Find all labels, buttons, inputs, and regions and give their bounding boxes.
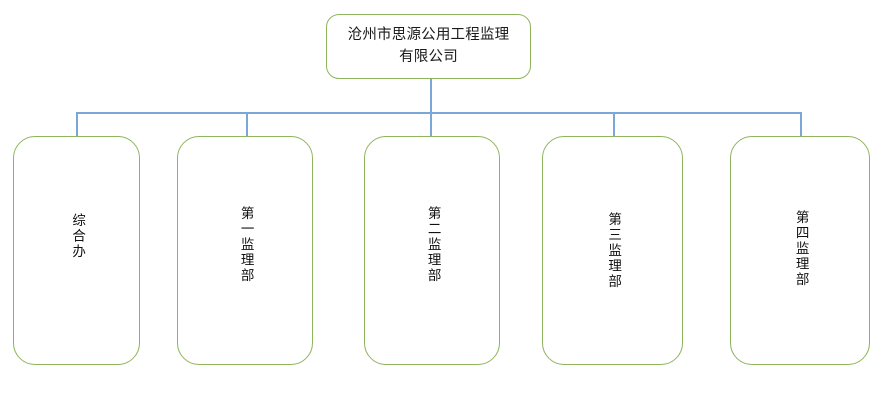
org-node-child-3-label: 第二监理部	[424, 205, 441, 284]
org-node-child-1[interactable]: 综合办	[13, 136, 140, 365]
org-node-root[interactable]: 沧州市思源公用工程监理有限公司	[326, 14, 531, 79]
connector-root-stem	[430, 79, 432, 114]
org-node-child-3[interactable]: 第二监理部	[364, 136, 500, 365]
connector-drop-2	[246, 113, 248, 136]
org-node-child-4[interactable]: 第三监理部	[542, 136, 683, 365]
org-node-root-label: 沧州市思源公用工程监理有限公司	[347, 27, 510, 65]
connector-drop-5	[800, 113, 802, 136]
org-node-child-2[interactable]: 第一监理部	[177, 136, 313, 365]
org-node-child-2-label: 第一监理部	[237, 205, 254, 284]
org-node-child-4-label: 第三监理部	[605, 211, 622, 290]
connector-drop-1	[76, 113, 78, 136]
connector-drop-3	[430, 113, 432, 136]
connector-horizontal-bus	[76, 112, 802, 114]
connector-drop-4	[613, 113, 615, 136]
org-node-child-5[interactable]: 第四监理部	[730, 136, 870, 365]
org-node-child-1-label: 综合办	[69, 213, 86, 260]
org-node-child-5-label: 第四监理部	[792, 209, 809, 288]
